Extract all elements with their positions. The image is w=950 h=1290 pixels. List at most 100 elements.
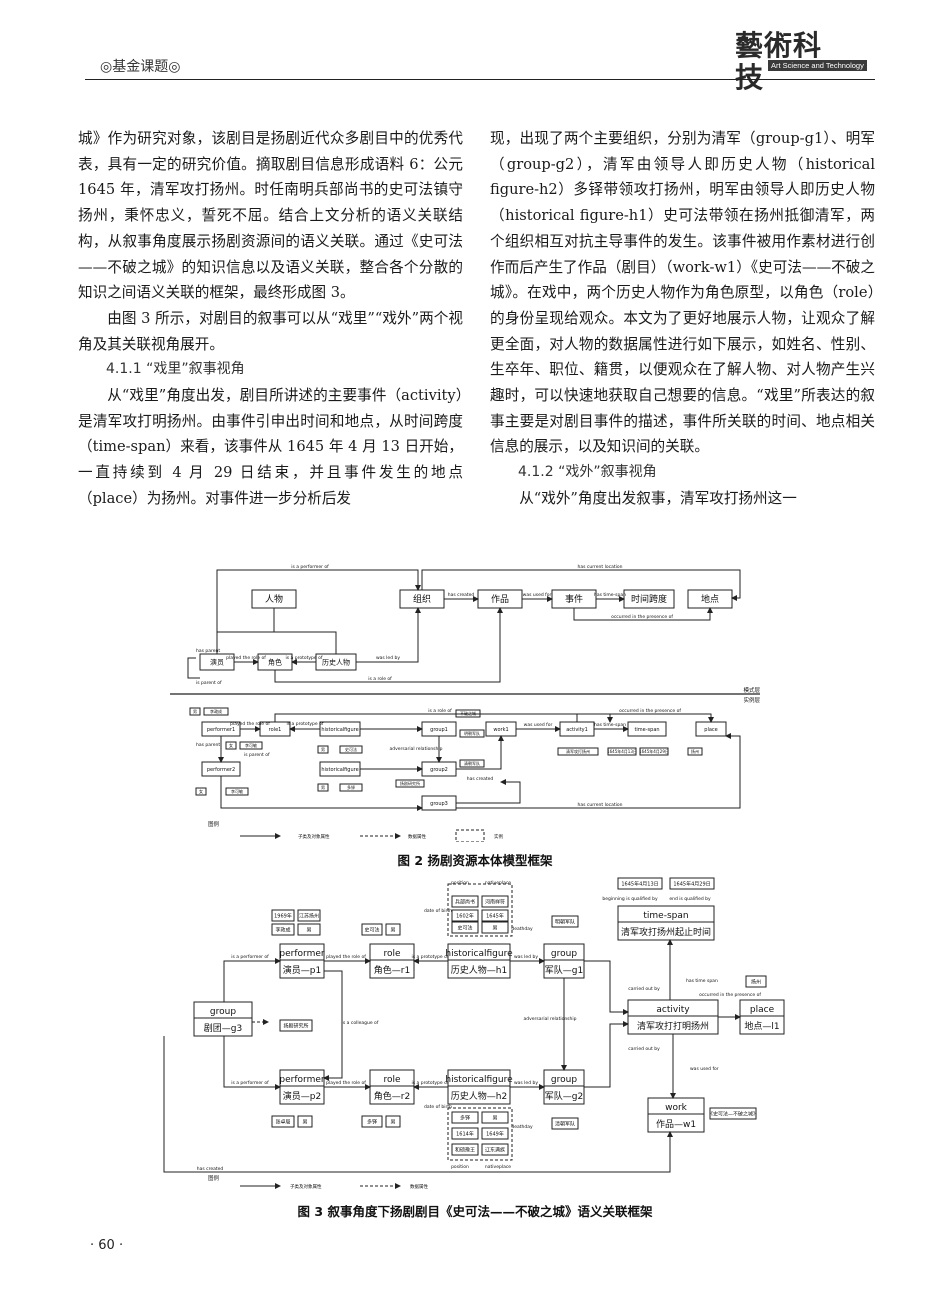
val-army-ming-box — [459, 729, 485, 738]
node-group-g3-label: 剧团—g3 — [204, 1023, 242, 1034]
schema-person-label: 人物 — [265, 593, 283, 605]
node-timespan-box — [617, 905, 715, 941]
node-work-label: 作品—w1 — [656, 1118, 696, 1130]
node-role-r1-label: 角色—r1 — [374, 964, 410, 976]
val-h1-native-box — [481, 895, 509, 908]
edge-label: has created — [448, 592, 475, 598]
legend-label: 子类及对象属性 — [298, 833, 330, 840]
edge-is-performer-of-2 — [223, 1036, 281, 1090]
edge-label: is parent of — [244, 752, 270, 758]
val-h2-gender-box — [481, 1111, 509, 1124]
legend-title: 图例 — [208, 1174, 220, 1182]
node-performer-p1-label: 演员—p1 — [283, 964, 321, 976]
schema-work-label: 作品 — [491, 593, 509, 605]
node-group-g2-box — [543, 1069, 585, 1105]
val-ts-end-label: 1645年4月29日 — [673, 880, 710, 887]
legend-label: 数据属性 — [410, 1183, 428, 1190]
paragraph: 从“戏里”角度出发，剧目所讲述的主要事件（activity）是清军攻打明扬州。由… — [78, 387, 463, 507]
edge-label: is a performer of — [231, 1080, 269, 1086]
section-label: ◎基金课题◎ — [100, 59, 181, 75]
val-r2-gender-label: 男 — [390, 1119, 395, 1125]
val-ts-end-box — [669, 877, 715, 890]
val-g2-name-box — [551, 1117, 579, 1130]
paragraph: 从“戏外”角度出发叙事，清军攻打扬州这一 — [519, 489, 797, 507]
inst-role1-label: role1 — [269, 727, 282, 733]
val-p1-name-label: 李政成 — [275, 926, 290, 933]
val-g2-name-label: 清朝军队 — [555, 1120, 575, 1127]
paragraph: 由图 3 所示，对剧目的叙事可以从“戏里”“戏外”两个视角及其关联视角展开。 — [78, 309, 463, 353]
val-army-qing-box — [459, 759, 485, 768]
edge-is-performer-of — [216, 569, 421, 654]
edge-label: occurred in the presence of — [699, 992, 761, 998]
node-timespan-type: time-span — [643, 911, 688, 921]
val-gender-box — [189, 707, 201, 716]
edge-colleague — [323, 970, 343, 1081]
node-group-g1-type: group — [551, 949, 577, 959]
edge-label: nativeplace — [485, 880, 511, 886]
edge-has-current-location — [421, 569, 741, 601]
val-gender-box — [317, 783, 329, 792]
val-h1-position-box — [451, 895, 479, 908]
edge-label: deathday — [511, 1124, 533, 1130]
val-gender-box — [225, 741, 237, 750]
edge-label: was led by — [376, 655, 400, 661]
val-h1-name-box — [451, 921, 479, 934]
node-place-type: place — [750, 1005, 775, 1015]
edge-label: carried out by — [628, 1046, 660, 1052]
val-gender-label: 男 — [321, 785, 325, 790]
val-r1-name-label: 史可法 — [364, 926, 379, 933]
edge-label: date of birth — [424, 908, 452, 914]
val-activity-label: 清军攻打扬州 — [566, 748, 590, 754]
val-begin-box — [607, 747, 637, 756]
val-work-name-label: 不破之城 — [460, 710, 476, 716]
val-gender-box — [317, 745, 329, 754]
val-army-qing-label: 清朝军队 — [464, 760, 480, 766]
inst-group2-label: group2 — [430, 767, 448, 773]
edge-carried-out-1 — [584, 960, 629, 1015]
val-name-box — [339, 783, 363, 792]
edge-label: was used for — [523, 592, 552, 598]
edge-label: has time-span — [594, 592, 626, 598]
edge-has-created — [456, 779, 521, 804]
node-activity-type: activity — [656, 1005, 690, 1015]
val-work-title-box — [709, 1107, 757, 1120]
val-end-label: 1645年4月29日 — [639, 748, 669, 754]
schema-historicalfigure-label: 历史人物 — [322, 658, 350, 667]
page-number: · 60 · — [90, 1238, 124, 1253]
val-troupe-box — [395, 779, 425, 788]
inst-historicalfigure2-label: historicalfigure — [321, 767, 358, 773]
edge-label: was led by — [514, 954, 538, 960]
inst-performer2-label: performer2 — [207, 767, 235, 773]
paragraph: 现，出现了两个主要组织，分别为清军（group-g1）、明军（group-g2）… — [490, 130, 875, 456]
val-h2-native-box — [481, 1143, 509, 1156]
edge-label: has parent — [196, 742, 220, 748]
val-h1-death-box — [481, 909, 509, 922]
edge-label: occurred in the presence of — [611, 614, 673, 620]
node-work-box — [647, 1097, 705, 1133]
edge-label: has created — [197, 1166, 224, 1172]
inst-group1-label: group1 — [430, 727, 448, 733]
val-gender-label: 女 — [199, 788, 203, 794]
legend-instance-box-box — [455, 829, 485, 842]
val-p1-native-box — [297, 909, 321, 922]
edge-label: carried out by — [628, 986, 660, 992]
val-g3-name-label: 扬剧研究所 — [283, 1022, 308, 1029]
edge-label: played the role of — [230, 721, 270, 727]
val-p1-gender-label: 男 — [306, 927, 311, 933]
val-p1-native-label: 江苏扬州 — [299, 912, 319, 919]
node-group-g2-type: group — [551, 1075, 577, 1085]
edge-occurred-in-presence — [573, 607, 713, 621]
val-name-label: 李可敏 — [245, 742, 257, 748]
paragraph: 城》作为研究对象，该剧目是扬剧近代众多剧目中的优秀代表，具有一定的研究价值。摘取… — [78, 130, 463, 302]
legend-label: 数据属性 — [408, 833, 426, 840]
left-text-column: 城》作为研究对象，该剧目是扬剧近代众多剧目中的优秀代表，具有一定的研究价值。摘取… — [78, 126, 463, 512]
val-p1-name-box — [271, 923, 295, 936]
val-name-box — [203, 707, 229, 716]
inst-timespan-label: time-span — [634, 727, 659, 733]
edge-label: played the role of — [326, 954, 366, 960]
edge-performer-group — [220, 776, 423, 811]
edge-label: position — [451, 880, 469, 886]
val-p2-name-box — [271, 1115, 295, 1128]
edge-label: date of birth — [424, 1104, 452, 1110]
